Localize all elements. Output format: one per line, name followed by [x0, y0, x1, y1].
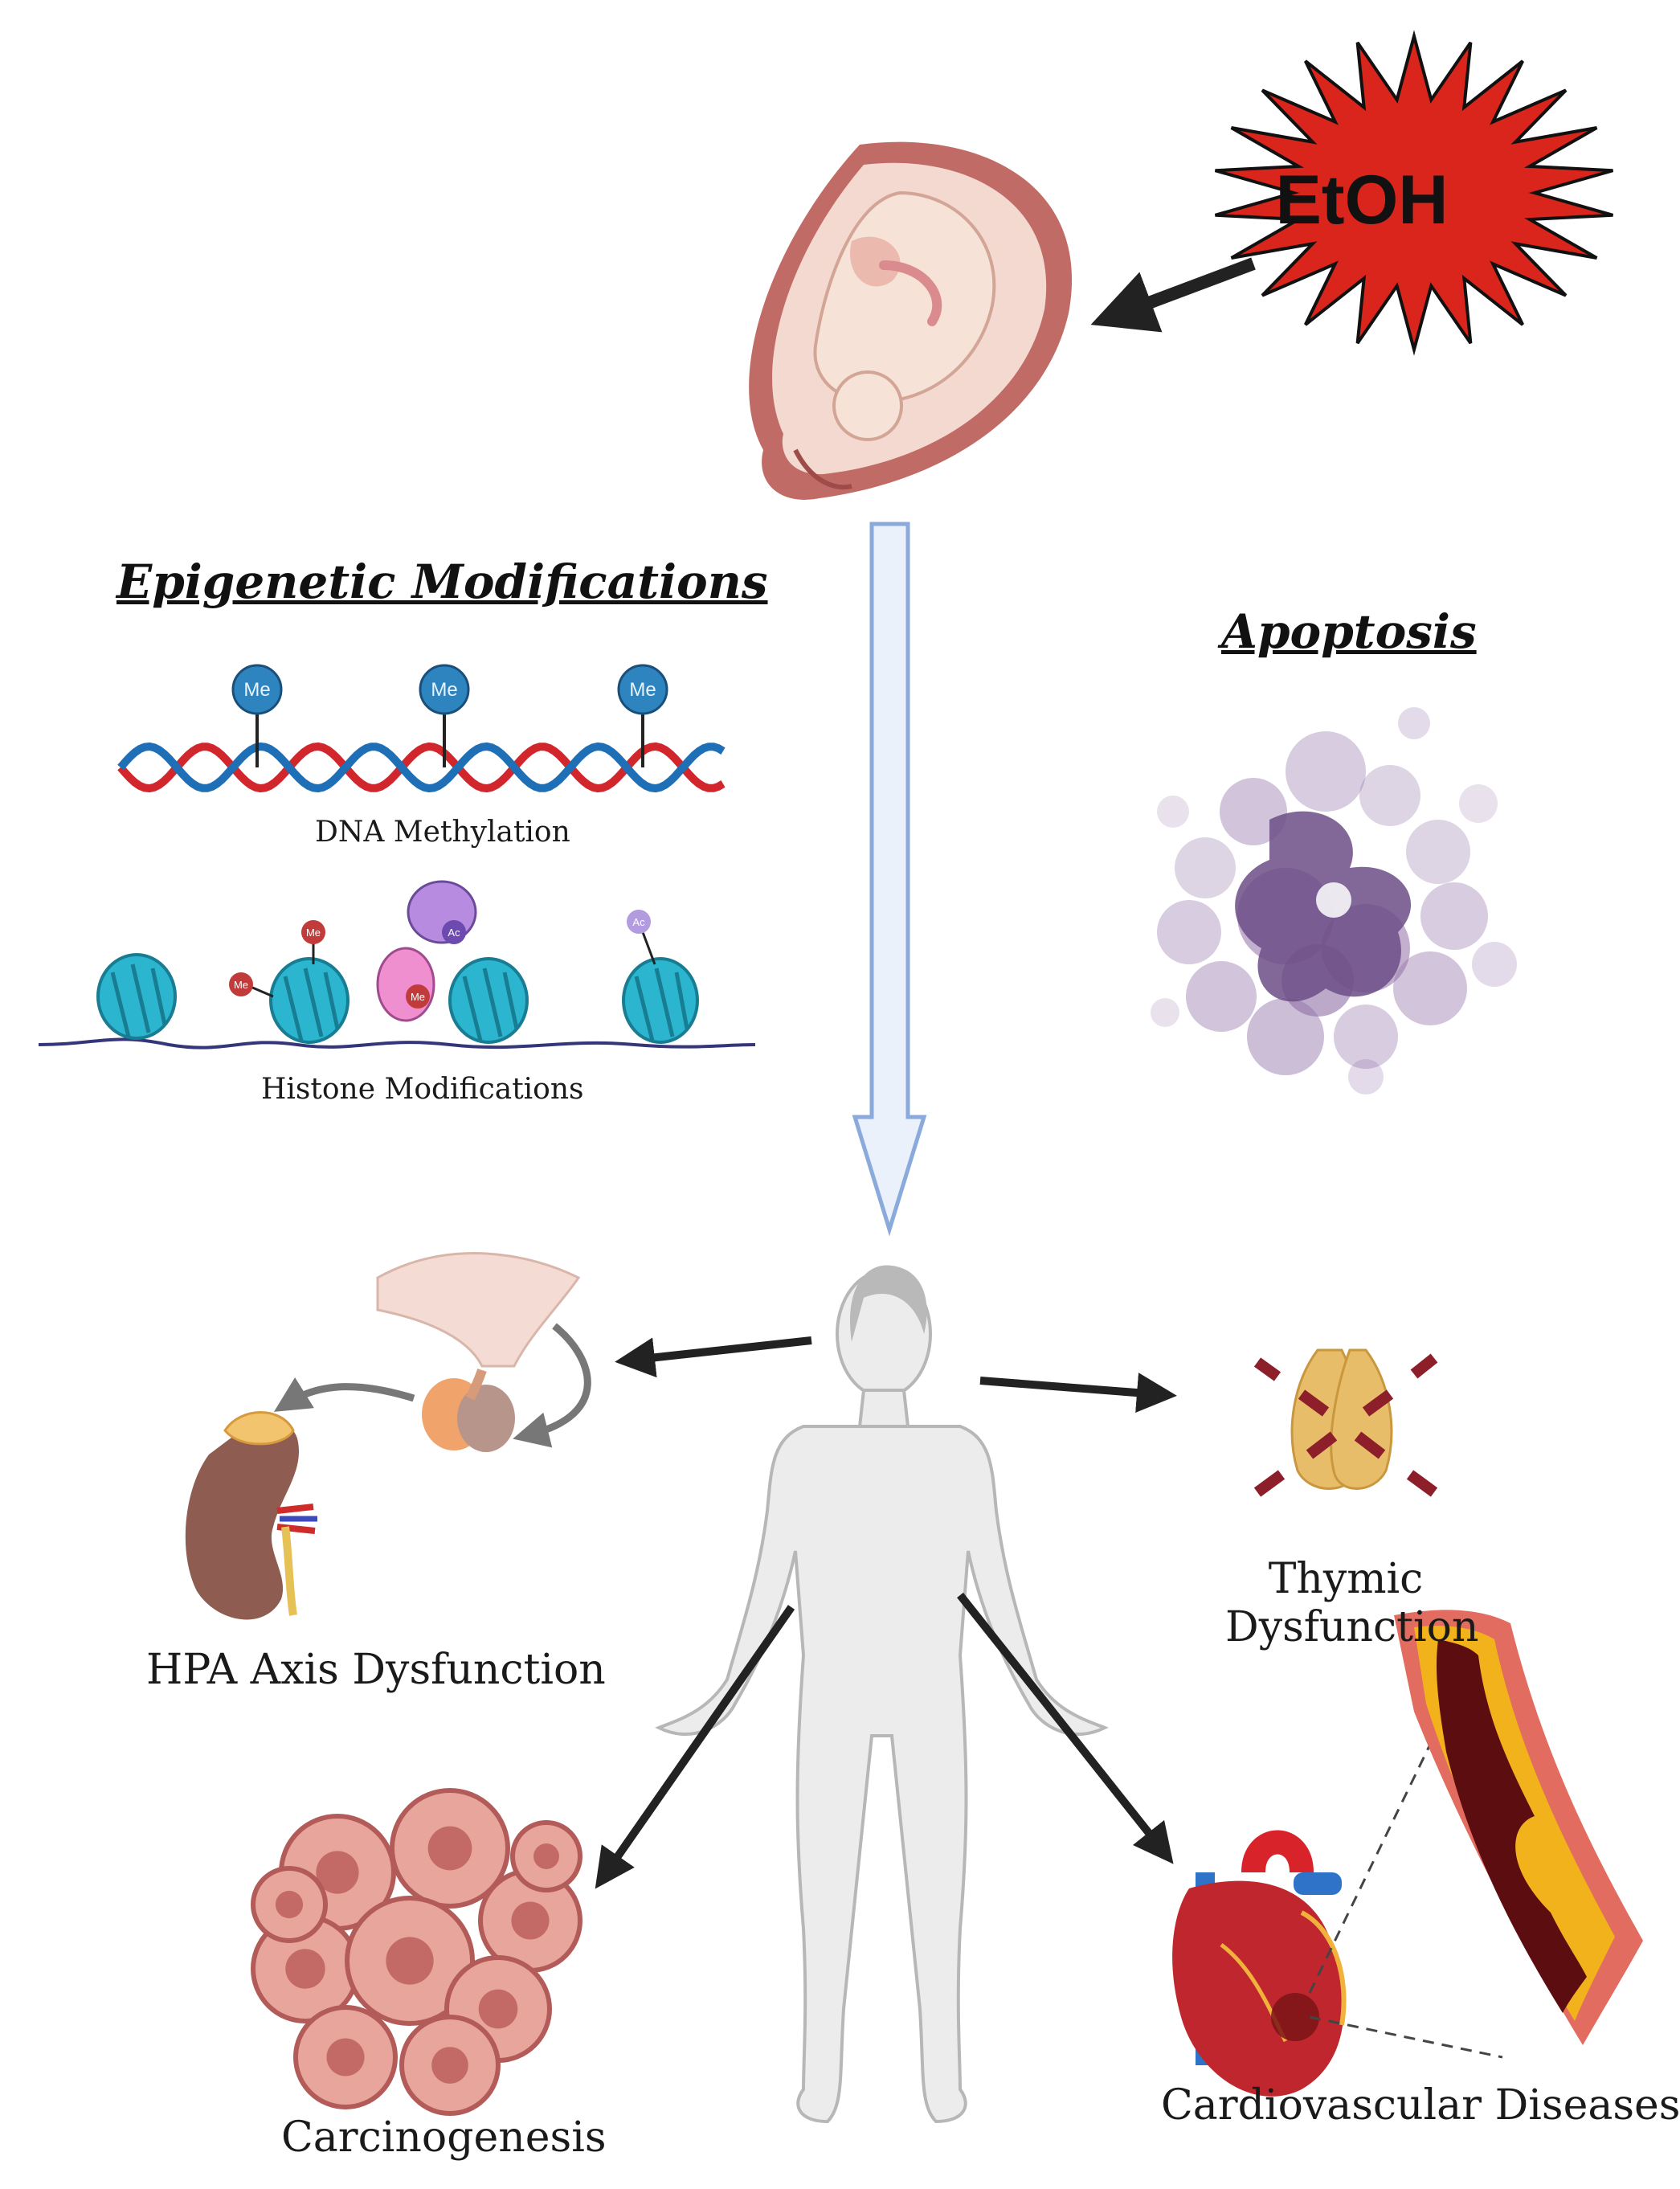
histone-modifications-caption: Histone Modifications: [261, 1073, 584, 1106]
nucleosome-icon: [269, 957, 349, 1044]
apoptotic-bleb: [1420, 882, 1488, 950]
etoh-starburst-icon: [1214, 30, 1614, 356]
pregnant-uterus-icon: [749, 141, 1073, 500]
kidney-adrenal-icon: [185, 1411, 317, 1620]
methyl-tag-label: Me: [243, 679, 270, 701]
apoptotic-bleb: [1247, 998, 1324, 1075]
nucleosome-icon: [96, 953, 177, 1040]
zoom-guide-line: [1308, 1727, 1440, 1994]
thymic-dysfunction-label: Thymic Dysfunction: [1225, 1555, 1479, 1651]
histone-modifications-icon: Me Me Me Ac Ac: [38, 880, 756, 1049]
body-to-hpa-arrow: [615, 1336, 812, 1378]
epigenetic-modifications-title: Epigenetic Modifications: [116, 554, 768, 609]
artery-plaque-icon: [1394, 1610, 1643, 2045]
apoptotic-bleb: [1186, 961, 1257, 1032]
tumor-cell: [251, 1866, 328, 1943]
apoptotic-bleb: [1151, 998, 1179, 1027]
thymic-label-line2: Dysfunction: [1225, 1603, 1479, 1651]
heart-icon: [1172, 1830, 1347, 2097]
apoptotic-bleb: [1175, 837, 1236, 898]
apoptotic-bleb: [1472, 942, 1517, 987]
methyl-tag-label: Me: [431, 679, 457, 701]
histone-methyl-tag: Me: [411, 991, 425, 1003]
apoptotic-bleb: [1359, 765, 1420, 826]
tumor-cell: [510, 1820, 582, 1892]
thymus-icon: [1290, 1348, 1393, 1490]
cross-mark-icon: [1253, 1353, 1438, 1497]
carcinogenesis-label: Carcinogenesis: [281, 2113, 607, 2162]
tumor-cell: [345, 1896, 475, 2026]
tumor-cell: [399, 2015, 501, 2116]
apoptotic-bleb: [1348, 1059, 1384, 1094]
nucleosome-icon: [448, 957, 529, 1044]
pituitary-to-adrenal-arrow: [273, 1377, 415, 1412]
zoom-guide-line: [1309, 2015, 1503, 2059]
histone-methyl-tag: Me: [234, 979, 248, 991]
apoptosis-title: Apoptosis: [1221, 604, 1477, 659]
apoptotic-bleb: [1398, 707, 1430, 739]
dna-methylation-icon: Me Me Me: [117, 664, 726, 793]
hpa-axis-label: HPA Axis Dysfunction: [146, 1646, 606, 1694]
thymic-label-line1: Thymic: [1268, 1555, 1424, 1603]
dna-methylation-caption: DNA Methylation: [315, 816, 570, 849]
human-body-icon: [655, 1265, 1109, 2124]
tumor-cell: [293, 2005, 398, 2109]
apoptotic-bleb: [1406, 820, 1470, 884]
histone-acetyl-tag: Ac: [448, 927, 460, 939]
tumor-cell: [390, 1788, 510, 1909]
etoh-to-fetus-arrow: [1090, 257, 1256, 333]
apoptotic-cell-icon: [1151, 707, 1517, 1094]
body-to-thymus-arrow: [979, 1373, 1177, 1413]
histone-acetyl-tag: Ac: [632, 916, 645, 928]
nucleosome-icon: [622, 957, 699, 1044]
methyl-tag-label: Me: [629, 679, 656, 701]
apoptotic-bleb: [1157, 796, 1189, 828]
prenatal-to-adult-arrow: [852, 522, 927, 1237]
body-to-carcinogenesis-arrow: [595, 1605, 795, 1889]
pituitary-gland-icon: [376, 1252, 581, 1452]
apoptotic-bleb: [1286, 731, 1366, 812]
histone-methyl-tag: Me: [306, 927, 321, 939]
feedback-arrow: [513, 1323, 591, 1448]
apoptotic-bleb: [1157, 900, 1221, 964]
etoh-label: EtOH: [1275, 162, 1449, 239]
apoptotic-bleb: [1459, 784, 1498, 823]
body-to-cardio-arrow: [957, 1592, 1174, 1864]
cardiovascular-diseases-label: Cardiovascular Diseases: [1161, 2081, 1680, 2130]
apoptotic-bleb: [1334, 1004, 1398, 1069]
apoptotic-bleb: [1393, 951, 1467, 1025]
tumor-cluster-icon: [251, 1788, 582, 2116]
